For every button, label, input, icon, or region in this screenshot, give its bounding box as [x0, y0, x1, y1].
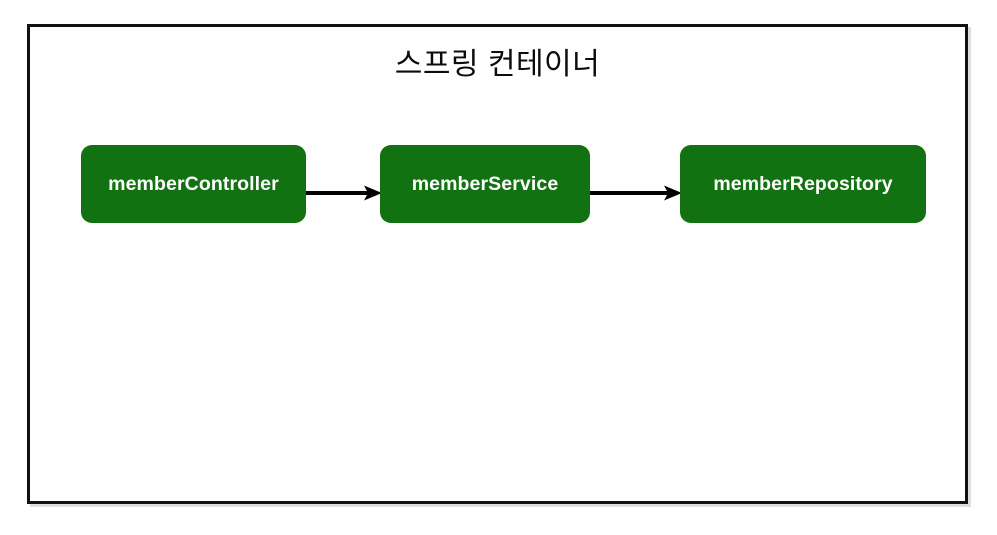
bean-node-member-service[interactable]: memberService — [380, 145, 590, 223]
bean-label-member-controller: memberController — [108, 173, 279, 195]
bean-label-member-repository: memberRepository — [713, 173, 893, 195]
arrow-member-service-to-member-repository — [590, 185, 682, 201]
bean-node-member-controller[interactable]: memberController — [81, 145, 306, 223]
spring-container-frame: 스프링 컨테이너 memberController memberService … — [27, 24, 968, 504]
arrow-member-controller-to-member-service — [306, 185, 382, 201]
spring-container-title: 스프링 컨테이너 — [394, 48, 601, 81]
bean-node-member-repository[interactable]: memberRepository — [680, 145, 926, 223]
bean-label-member-service: memberService — [411, 173, 559, 195]
